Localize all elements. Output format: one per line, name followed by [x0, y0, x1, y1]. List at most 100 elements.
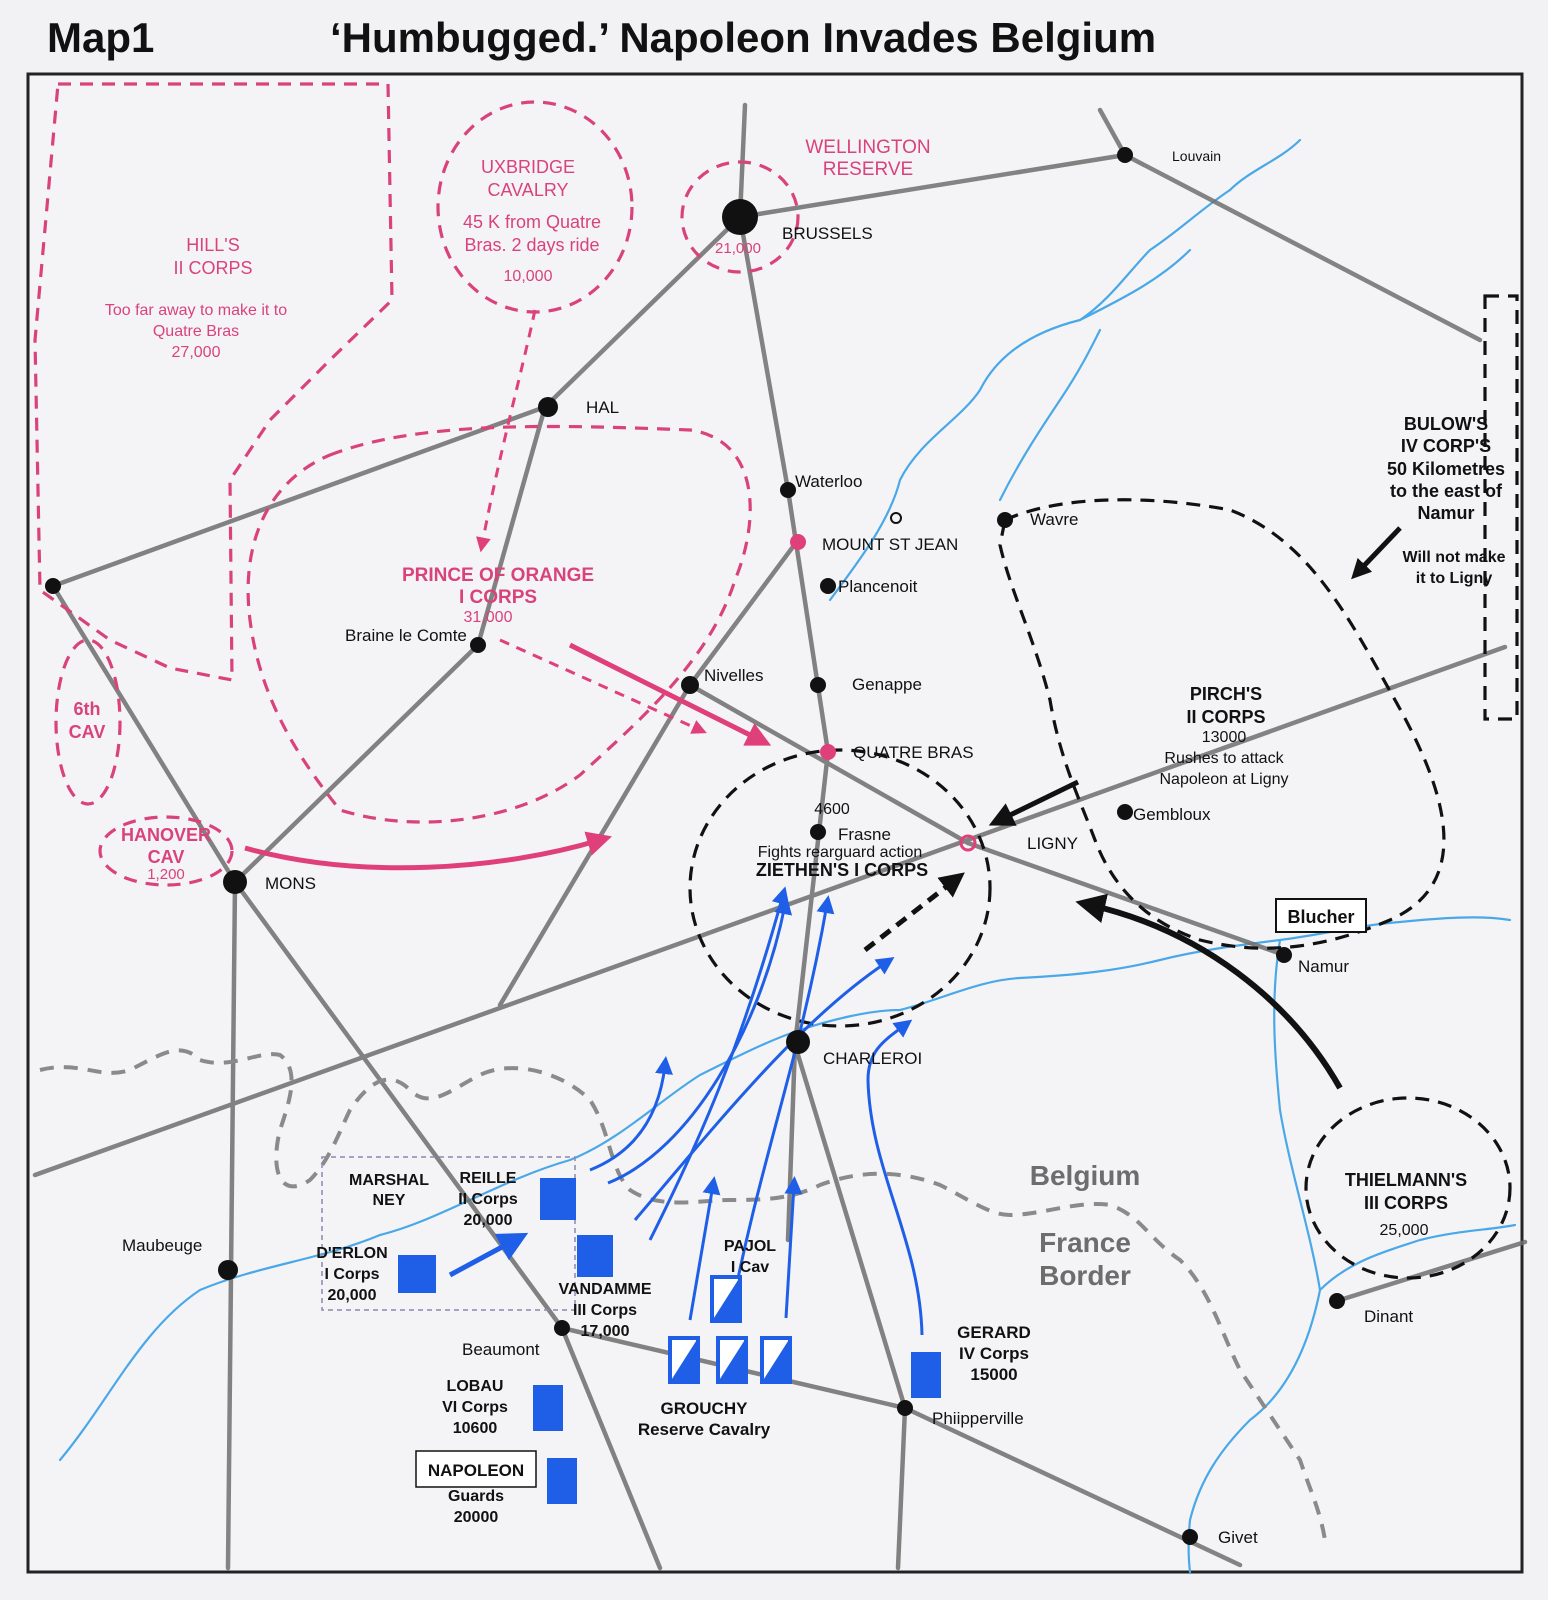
thielmann-arrow — [1075, 893, 1343, 1090]
thielmann-corps-area — [1304, 1096, 1512, 1280]
cavalry-units — [668, 1275, 792, 1384]
bulow-note-5: it to Ligny — [1416, 570, 1493, 587]
ligny-dot — [959, 834, 977, 852]
orange-corps-number: I CORPS — [459, 587, 537, 608]
map-label: Map1 — [47, 14, 155, 61]
gerard-corps: IV Corps — [959, 1344, 1029, 1363]
mons-label: MONS — [265, 874, 316, 893]
dyle-river — [828, 188, 1232, 602]
reille-name: REILLE — [460, 1170, 517, 1187]
sixth-cav-line-2: CAV — [69, 722, 106, 742]
derlon-unit — [398, 1255, 436, 1293]
frasne-dot — [810, 824, 826, 840]
sixth-cav-line-1: 6th — [74, 699, 101, 719]
charleroi-dot — [786, 1030, 810, 1054]
pirch-name: PIRCH'S — [1190, 684, 1262, 704]
orange-corps-area — [246, 424, 752, 824]
uxbridge-note-2: Bras. 2 days ride — [464, 235, 599, 255]
charleroi-label: CHARLEROI — [823, 1049, 922, 1068]
grouchy-arrow-2 — [784, 1176, 803, 1319]
grouchy-cav-unit-2 — [716, 1336, 748, 1384]
gerard-strength: 15000 — [970, 1365, 1017, 1384]
river-branch-1 — [1078, 248, 1192, 322]
beaumont-label: Beaumont — [462, 1340, 540, 1359]
bulow-corps: IV CORP'S — [1401, 436, 1491, 456]
uxbridge-strength: 10,000 — [504, 268, 553, 285]
maubeuge-dot — [218, 1260, 238, 1280]
pajol-name: PAJOL — [724, 1238, 776, 1255]
mons-dot — [223, 870, 247, 894]
allied-arrows — [244, 309, 772, 871]
uxbridge-note-1: 45 K from Quatre — [463, 212, 601, 232]
sixth-cav-area — [54, 638, 122, 806]
border-label: Border — [1039, 1260, 1131, 1291]
quatre-bras-label: QUATRE BRAS — [853, 743, 974, 762]
lobau-unit — [533, 1385, 563, 1431]
lobau-corps: VI Corps — [442, 1399, 508, 1416]
mount-st-jean-dot — [790, 534, 806, 550]
orange-strength: 31,000 — [464, 609, 513, 626]
hal-label: HAL — [586, 398, 619, 417]
napoleon-label: NAPOLEON — [428, 1461, 524, 1480]
derlon-arrow — [448, 1232, 529, 1278]
braine-label: Braine le Comte — [345, 626, 467, 645]
pajol-arrow — [688, 1176, 721, 1321]
france-label: France — [1039, 1227, 1131, 1258]
gembloux-dot — [1117, 804, 1133, 820]
napoleon-guards-unit — [547, 1458, 577, 1504]
river-branch-3 — [998, 328, 1102, 502]
vandamme-arrow-1 — [633, 957, 895, 1221]
genappe-label: Genappe — [852, 675, 922, 694]
french-labels: MARSHAL NEY REILLE II Corps 20,000 D'ERL… — [316, 1170, 1031, 1439]
vandamme-strength: 17,000 — [581, 1323, 630, 1340]
plancenoit-label: Plancenoit — [838, 577, 918, 596]
napoleon-box — [415, 1450, 537, 1488]
bulow-arrow — [1351, 526, 1402, 580]
napoleon-strength: 20000 — [454, 1509, 499, 1526]
thielmann-strength: 25,000 — [1380, 1222, 1429, 1239]
mount-st-jean-label: MOUNT ST JEAN — [822, 535, 958, 554]
hill-note-1: Too far away to make it to — [105, 302, 287, 319]
hal-dot — [538, 397, 558, 417]
wavre-label: Wavre — [1030, 510, 1079, 529]
ziethen-name: ZIETHEN'S I CORPS — [756, 860, 928, 880]
derlon-name: D'ERLON — [316, 1245, 387, 1262]
waterloo-label: Waterloo — [795, 472, 862, 491]
pirch-arrow — [988, 779, 1080, 826]
reserve-area — [680, 160, 800, 274]
wavre-dot — [997, 512, 1013, 528]
grouchy-cav-unit-1 — [668, 1336, 700, 1384]
brussels-dot — [722, 199, 758, 235]
river-branch-2 — [1228, 138, 1302, 192]
blucher-box — [1275, 898, 1367, 933]
ney-name: NEY — [373, 1192, 406, 1209]
hill-corps-number: II CORPS — [173, 258, 252, 278]
ziethen-strength: 4600 — [814, 801, 850, 818]
louvain-dot — [1117, 147, 1133, 163]
orange-corps-name: PRINCE OF ORANGE — [402, 565, 594, 586]
bulow-note-3: Namur — [1417, 503, 1474, 523]
derlon-corps: I Corps — [324, 1266, 379, 1283]
pirch-strength: 13000 — [1202, 729, 1247, 746]
prussian-labels: BULOW'S IV CORP'S 50 Kilometres to the e… — [756, 414, 1506, 1239]
lesse-river — [1318, 1223, 1517, 1292]
hanover-type: CAV — [148, 847, 185, 867]
ziethen-note: Fights rearguard action — [758, 844, 923, 861]
grouchy-type: Reserve Cavalry — [638, 1420, 771, 1439]
bulow-note-1: 50 Kilometres — [1387, 459, 1505, 479]
hanover-area — [98, 815, 234, 887]
allied-labels: HILL'S II CORPS Too far away to make it … — [69, 137, 931, 883]
lobau-strength: 10600 — [453, 1420, 498, 1437]
genappe-dot — [810, 677, 826, 693]
ligny-label: LIGNY — [1027, 834, 1078, 853]
frasne-label: Frasne — [838, 825, 891, 844]
napoleon-guards: Guards — [448, 1488, 504, 1505]
pirch-corps: II CORPS — [1186, 707, 1265, 727]
dinant-dot — [1329, 1293, 1345, 1309]
namur-label: Namur — [1298, 957, 1349, 976]
gerard-unit — [911, 1352, 941, 1398]
hanover-name: HANOVER — [121, 825, 211, 845]
small-town-marker — [890, 512, 902, 524]
uxbridge-type: CAVALRY — [487, 180, 568, 200]
bulow-name: BULOW'S — [1404, 414, 1488, 434]
